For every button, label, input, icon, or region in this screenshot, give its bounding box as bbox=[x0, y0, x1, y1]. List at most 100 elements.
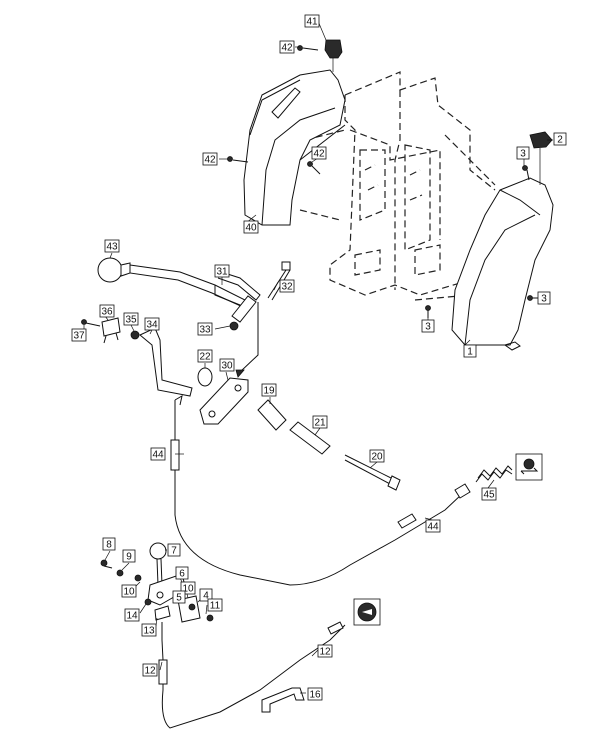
bracket-34 bbox=[139, 327, 193, 397]
frame-dashed-outline bbox=[299, 71, 496, 301]
spacer-33 bbox=[229, 295, 257, 331]
roller-22 bbox=[197, 367, 213, 387]
svg-text:3: 3 bbox=[425, 322, 431, 333]
label-4: 4 bbox=[199, 588, 213, 602]
bolt-20 bbox=[344, 454, 401, 491]
label-33: 33 bbox=[197, 322, 213, 336]
label-30: 30 bbox=[219, 358, 235, 372]
svg-text:3: 3 bbox=[541, 294, 547, 305]
svg-text:32: 32 bbox=[281, 282, 293, 293]
label-9: 9 bbox=[122, 549, 136, 563]
label-36: 36 bbox=[99, 304, 115, 318]
svg-text:6: 6 bbox=[179, 569, 185, 580]
label-35: 35 bbox=[123, 312, 139, 326]
label-16: 16 bbox=[307, 687, 323, 701]
sleeve-19 bbox=[257, 399, 287, 431]
label-14: 14 bbox=[124, 608, 140, 622]
arrow-to-plate bbox=[235, 302, 259, 378]
svg-text:35: 35 bbox=[125, 315, 137, 326]
svg-text:3: 3 bbox=[520, 149, 526, 160]
svg-text:1: 1 bbox=[467, 347, 473, 358]
svg-text:10: 10 bbox=[123, 587, 135, 598]
svg-text:2: 2 bbox=[557, 135, 563, 146]
label-3c: 3 bbox=[421, 319, 435, 333]
svg-text:33: 33 bbox=[199, 325, 211, 336]
label-7: 7 bbox=[167, 543, 181, 557]
part-labels: 41 42 42 42 40 2 3 3 3 1 43 31 32 33 34 … bbox=[71, 14, 567, 701]
svg-text:41: 41 bbox=[306, 17, 318, 28]
svg-text:4: 4 bbox=[203, 591, 209, 602]
label-8: 8 bbox=[102, 537, 116, 551]
svg-text:42: 42 bbox=[281, 43, 293, 54]
svg-text:43: 43 bbox=[106, 242, 118, 253]
label-21: 21 bbox=[312, 415, 328, 429]
svg-text:45: 45 bbox=[483, 490, 495, 501]
label-13: 13 bbox=[141, 623, 157, 637]
label-34: 34 bbox=[144, 317, 160, 331]
svg-text:9: 9 bbox=[126, 552, 132, 563]
svg-text:21: 21 bbox=[314, 418, 326, 429]
screws bbox=[227, 45, 540, 318]
svg-text:31: 31 bbox=[216, 267, 228, 278]
knob-2 bbox=[529, 131, 553, 185]
label-45: 45 bbox=[481, 487, 497, 501]
cable-12 bbox=[158, 621, 346, 729]
label-42c: 42 bbox=[311, 146, 327, 160]
label-31: 31 bbox=[214, 264, 230, 278]
svg-text:20: 20 bbox=[371, 452, 383, 463]
svg-text:12: 12 bbox=[319, 647, 331, 658]
label-2: 2 bbox=[553, 132, 567, 146]
svg-text:22: 22 bbox=[199, 352, 211, 363]
label-42b: 42 bbox=[202, 152, 218, 166]
svg-text:30: 30 bbox=[221, 361, 233, 372]
sleeve-21 bbox=[289, 421, 331, 455]
label-40: 40 bbox=[243, 220, 259, 234]
label-3b: 3 bbox=[537, 291, 551, 305]
svg-text:42: 42 bbox=[313, 149, 325, 160]
label-10a: 10 bbox=[121, 584, 137, 598]
label-1: 1 bbox=[463, 344, 477, 358]
bracket-16 bbox=[261, 687, 305, 713]
switch-36 bbox=[101, 317, 121, 344]
label-6: 6 bbox=[175, 566, 189, 580]
label-42a: 42 bbox=[279, 40, 295, 54]
label-37: 37 bbox=[71, 328, 87, 342]
svg-text:5: 5 bbox=[176, 593, 182, 604]
label-19: 19 bbox=[261, 383, 277, 397]
spring-45 bbox=[475, 465, 513, 483]
svg-text:14: 14 bbox=[126, 611, 138, 622]
label-43: 43 bbox=[104, 239, 120, 253]
screw-37 bbox=[81, 319, 101, 327]
lower-lever-assembly bbox=[100, 542, 214, 623]
svg-text:12: 12 bbox=[144, 666, 156, 677]
svg-text:16: 16 bbox=[309, 690, 321, 701]
plate-30 bbox=[199, 377, 249, 425]
svg-text:13: 13 bbox=[143, 626, 155, 637]
label-11: 11 bbox=[207, 598, 223, 612]
nut-35 bbox=[130, 330, 140, 340]
svg-text:34: 34 bbox=[146, 320, 158, 331]
svg-text:36: 36 bbox=[101, 307, 113, 318]
label-3a: 3 bbox=[516, 146, 530, 160]
left-side-panel bbox=[243, 69, 346, 226]
label-44b: 44 bbox=[425, 519, 441, 533]
svg-text:40: 40 bbox=[245, 223, 257, 234]
leader-lines bbox=[83, 20, 553, 694]
svg-text:19: 19 bbox=[263, 386, 275, 397]
label-32: 32 bbox=[279, 279, 295, 293]
label-12a: 12 bbox=[142, 663, 158, 677]
right-side-panel bbox=[451, 177, 554, 351]
svg-text:37: 37 bbox=[73, 331, 85, 342]
svg-text:10: 10 bbox=[182, 584, 194, 595]
svg-text:7: 7 bbox=[171, 546, 177, 557]
lever-assembly bbox=[97, 257, 261, 308]
svg-text:42: 42 bbox=[204, 155, 216, 166]
knob-41 bbox=[324, 39, 343, 72]
svg-text:8: 8 bbox=[106, 540, 112, 551]
forward-hand-icon bbox=[353, 598, 381, 626]
label-12b: 12 bbox=[317, 644, 333, 658]
cable-44 bbox=[170, 395, 471, 586]
label-22: 22 bbox=[197, 349, 213, 363]
reverse-gear-icon bbox=[515, 453, 543, 481]
